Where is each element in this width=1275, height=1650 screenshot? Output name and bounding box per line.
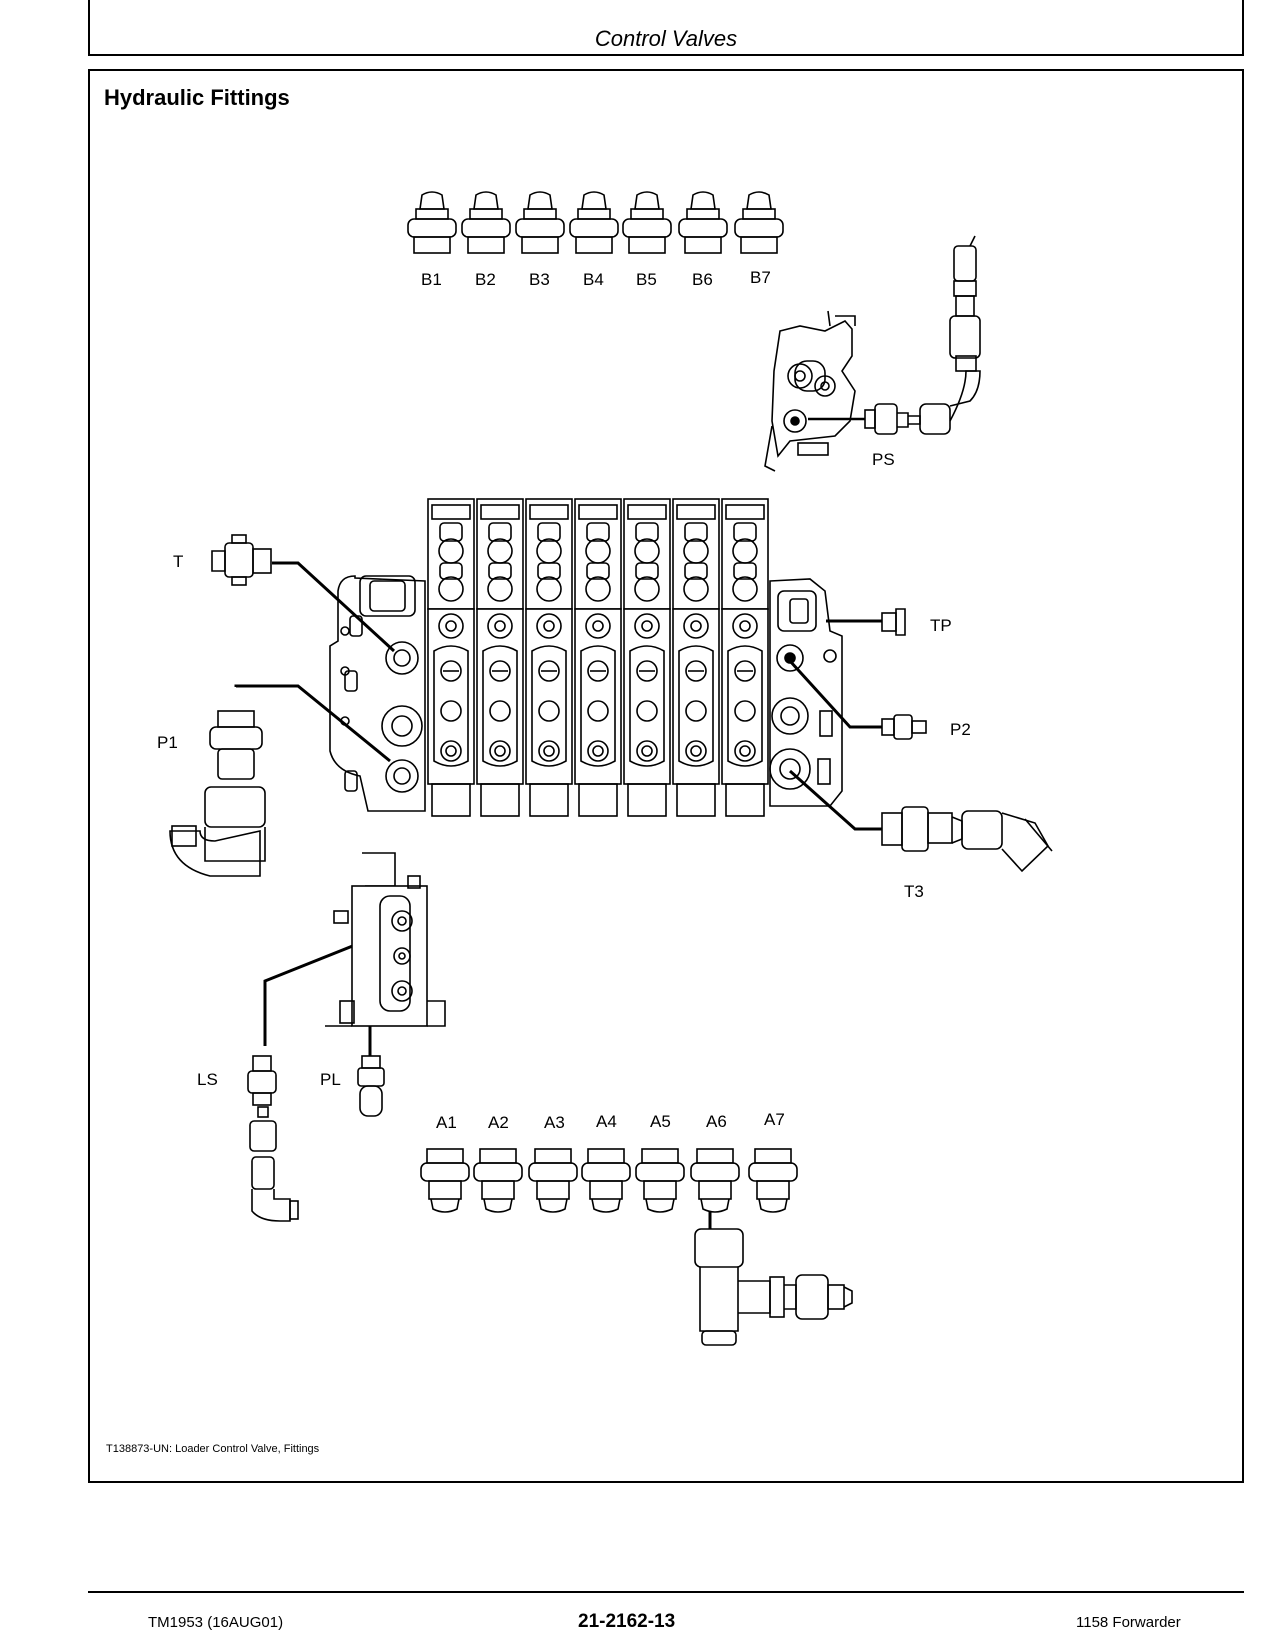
- valve-section-2: [476, 498, 524, 817]
- label-b3: B3: [529, 270, 550, 289]
- valve-section-4: [574, 498, 622, 817]
- valve-sections: [427, 498, 769, 817]
- b-fitting-3: [515, 191, 565, 254]
- a-fitting-1: [420, 1148, 470, 1213]
- label-ps: PS: [872, 450, 895, 469]
- label-a7: A7: [764, 1110, 785, 1129]
- section-heading: Hydraulic Fittings: [104, 85, 290, 110]
- label-a3: A3: [544, 1113, 565, 1132]
- label-b2: B2: [475, 270, 496, 289]
- label-t: T: [173, 552, 183, 571]
- b-fittings-row: [407, 191, 784, 254]
- label-tp: TP: [930, 616, 952, 635]
- t3-fitting: [881, 806, 1053, 873]
- a-fitting-6: [690, 1148, 740, 1213]
- valve-section-5: [623, 498, 671, 817]
- label-a1: A1: [436, 1113, 457, 1132]
- lower-valve-block: [325, 852, 446, 1027]
- a6-tee-assembly: [694, 1212, 853, 1346]
- label-b6: B6: [692, 270, 713, 289]
- valve-section-6: [672, 498, 720, 817]
- footer-manual-id: TM1953 (16AUG01): [148, 1614, 284, 1631]
- label-b1: B1: [421, 270, 442, 289]
- footer-page-number: 21-2162-13: [578, 1611, 676, 1632]
- b-fitting-2: [461, 191, 511, 254]
- pl-fitting: [357, 1055, 385, 1117]
- label-a5: A5: [650, 1112, 671, 1131]
- b-fitting-1: [407, 191, 457, 254]
- valve-section-3: [525, 498, 573, 817]
- label-p1: P1: [157, 733, 178, 752]
- tp-plug: [881, 608, 906, 636]
- label-a4: A4: [596, 1112, 617, 1131]
- hydraulic-fittings-diagram: B1 B2 B3 B4 B5 B6 B7 PS T TP P1 P2 T3 LS…: [157, 191, 1053, 1346]
- footer-rule: [88, 1591, 1244, 1593]
- label-a2: A2: [488, 1113, 509, 1132]
- content-box: B1 B2 B3 B4 B5 B6 B7 PS T TP P1 P2 T3 LS…: [88, 69, 1244, 1483]
- valve-section-7: [721, 498, 769, 817]
- right-end-plate: [769, 578, 843, 807]
- a-fitting-5: [635, 1148, 685, 1213]
- p1-fitting: [169, 710, 266, 877]
- label-p2: P2: [950, 720, 971, 739]
- a-fitting-4: [581, 1148, 631, 1213]
- b-fitting-7: [734, 191, 784, 254]
- b-fitting-5: [622, 191, 672, 254]
- label-t3: T3: [904, 882, 924, 901]
- ps-valve-assembly: [764, 235, 981, 472]
- header-box: Control Valves: [88, 0, 1244, 56]
- label-b4: B4: [583, 270, 604, 289]
- p2-fitting: [881, 714, 927, 740]
- ls-fittings: [247, 1055, 299, 1222]
- footer-machine: 1158 Forwarder: [1076, 1614, 1181, 1631]
- t-fitting: [211, 534, 272, 586]
- label-pl: PL: [320, 1070, 341, 1089]
- valve-section-1: [427, 498, 475, 817]
- figure-caption: T138873-UN: Loader Control Valve, Fittin…: [106, 1443, 320, 1455]
- a-fitting-3: [528, 1148, 578, 1213]
- label-b5: B5: [636, 270, 657, 289]
- b-fitting-4: [569, 191, 619, 254]
- label-ls: LS: [197, 1070, 218, 1089]
- label-b7: B7: [750, 268, 771, 287]
- main-control-valve: [329, 575, 426, 812]
- a-fittings-row: [420, 1148, 798, 1213]
- b-fitting-6: [678, 191, 728, 254]
- label-a6: A6: [706, 1112, 727, 1131]
- section-title: Control Valves: [594, 26, 738, 51]
- a-fitting-7: [748, 1148, 798, 1213]
- a-fitting-2: [473, 1148, 523, 1213]
